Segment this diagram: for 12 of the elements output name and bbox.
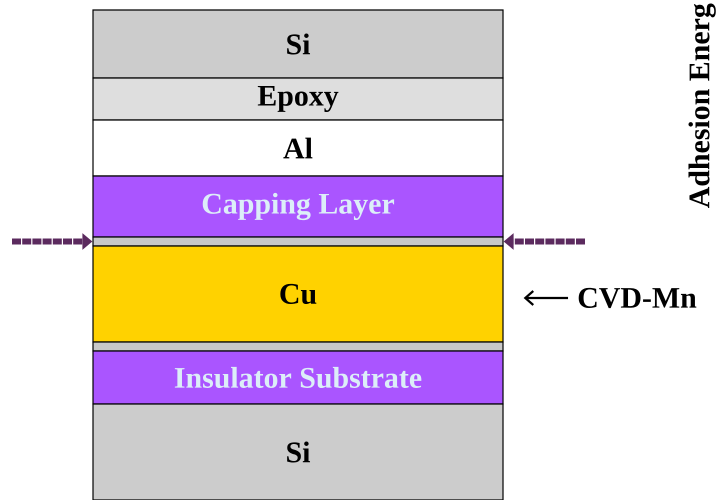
layer-label: CVD-Mn: [578, 288, 696, 308]
thin-layer: [92, 236, 504, 247]
layer-band: Capping Layer: [92, 175, 504, 238]
layer-band: Si: [92, 403, 504, 500]
arrow: [524, 290, 568, 306]
layer-band: Insulator Substrate: [92, 350, 504, 405]
layer-band: Al: [92, 119, 504, 177]
layer-band: Si: [92, 9, 504, 79]
thin-layer: [92, 341, 504, 352]
axis-title: Adhesion Energ: [688, 3, 716, 208]
layer-band: Cu: [92, 245, 504, 343]
layer-band: Epoxy: [92, 77, 504, 121]
